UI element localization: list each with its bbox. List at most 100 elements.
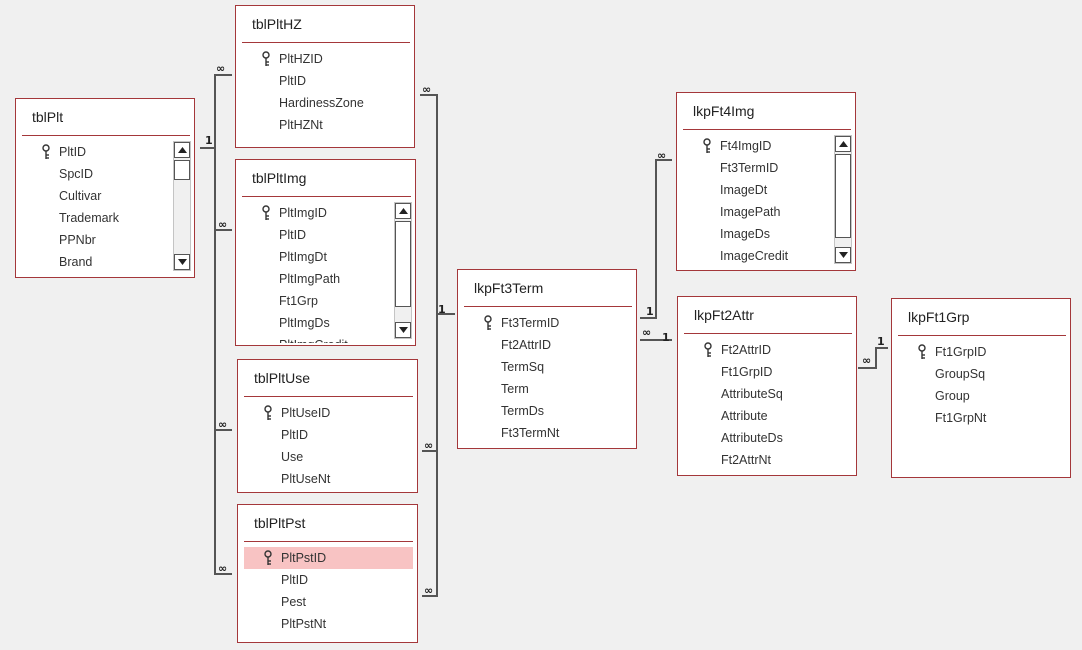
cardinality-one: 1 (877, 335, 885, 348)
field-row[interactable]: TermSq (464, 356, 632, 378)
field-row[interactable]: PltID (242, 70, 410, 92)
cardinality-many: ∞ (216, 62, 226, 75)
field-row[interactable]: PltHZNt (242, 114, 410, 136)
field-row[interactable]: Ft2AttrNt (684, 449, 852, 471)
scroll-up-button[interactable] (835, 136, 851, 152)
field-row[interactable]: Brand (22, 251, 172, 273)
field-name: Ft3TermNt (501, 426, 560, 440)
scroll-thumb[interactable] (174, 160, 190, 180)
primary-key-icon (484, 315, 492, 330)
scroll-down-button[interactable] (174, 254, 190, 270)
field-row[interactable]: Attribute (684, 405, 852, 427)
title-divider (464, 306, 632, 307)
field-row[interactable]: AttributeSq (684, 383, 852, 405)
field-row[interactable]: PltID (244, 569, 413, 591)
field-name: Cultivar (59, 189, 102, 203)
vertical-scrollbar[interactable] (834, 135, 852, 264)
field-row[interactable]: PltUseID (244, 402, 413, 424)
vertical-scrollbar[interactable] (173, 141, 191, 271)
field-name: SpcID (59, 167, 94, 181)
field-row[interactable]: AttributeDs (684, 427, 852, 449)
field-name: Ft1GrpID (935, 345, 987, 359)
field-row[interactable]: Cultivar (22, 185, 172, 207)
field-row[interactable]: TermDs (464, 400, 632, 422)
field-row[interactable]: Ft2AttrID (684, 339, 852, 361)
field-row[interactable]: ImageDt (683, 179, 833, 201)
scroll-up-button[interactable] (395, 203, 411, 219)
field-row[interactable]: Ft4ImgID (683, 135, 833, 157)
field-row[interactable]: Trademark (22, 207, 172, 229)
field-row[interactable]: PltPstNt (244, 613, 413, 635)
up-arrow-icon (839, 141, 848, 147)
cardinality-many: ∞ (424, 584, 434, 597)
field-row[interactable]: PltHZID (242, 48, 410, 70)
cardinality-many: ∞ (657, 149, 667, 162)
field-name: TermSq (501, 360, 545, 374)
cardinality-one: 1 (205, 134, 213, 147)
field-row[interactable]: ImageDs (683, 223, 833, 245)
scroll-thumb[interactable] (395, 221, 411, 307)
field-row[interactable]: Ft3TermNt (464, 422, 632, 444)
cardinality-many: ∞ (218, 562, 228, 575)
field-name: PltImgPath (279, 272, 341, 286)
field-row[interactable]: PltID (244, 424, 413, 446)
field-name: Ft4ImgID (720, 139, 772, 153)
field-row[interactable]: GroupSq (898, 363, 1066, 385)
field-row[interactable]: PltImgPath (242, 268, 393, 290)
up-arrow-icon (399, 208, 408, 214)
field-name: HardinessZone (279, 96, 364, 110)
field-row[interactable]: PltImgCredit (242, 334, 393, 343)
field-row[interactable]: PltID (242, 224, 393, 246)
cardinality-many: ∞ (642, 326, 652, 339)
field-name: Ft2AttrNt (721, 453, 772, 467)
primary-key-icon (704, 342, 712, 357)
field-row[interactable]: PltImgDs (242, 312, 393, 334)
field-row[interactable]: Use (244, 446, 413, 468)
field-name: PltImgDs (279, 316, 330, 330)
field-row[interactable]: Ft1Grp (242, 290, 393, 312)
field-row[interactable]: Pest (244, 591, 413, 613)
scroll-down-button[interactable] (835, 247, 851, 263)
field-row[interactable]: Ft3TermID (464, 312, 632, 334)
field-row[interactable]: PltImgDt (242, 246, 393, 268)
scroll-thumb[interactable] (835, 154, 851, 238)
field-row[interactable]: HardinessZone (242, 92, 410, 114)
scroll-up-button[interactable] (174, 142, 190, 158)
field-row[interactable]: Group (898, 385, 1066, 407)
field-row[interactable]: PltUseNt (244, 468, 413, 490)
field-row[interactable]: PltID (22, 141, 172, 163)
field-row[interactable]: Ft1GrpNt (898, 407, 1066, 429)
field-name: AttributeDs (721, 431, 783, 445)
title-divider (22, 135, 190, 136)
field-row[interactable]: Ft1GrpID (684, 361, 852, 383)
vertical-scrollbar[interactable] (394, 202, 412, 339)
field-row[interactable]: PltImgID (242, 202, 393, 224)
field-name: PltImgDt (279, 250, 327, 264)
field-row[interactable]: Ft2AttrID (464, 334, 632, 356)
field-name: PltImgID (279, 206, 327, 220)
field-row[interactable]: PPNbr (22, 229, 172, 251)
field-row[interactable]: PltPstID (244, 547, 413, 569)
field-row[interactable]: Term (464, 378, 632, 400)
table-title: tblPltImg (252, 170, 307, 186)
down-arrow-icon (399, 327, 408, 333)
field-row[interactable]: Ft1GrpID (898, 341, 1066, 363)
field-row[interactable]: ImageCredit (683, 245, 833, 267)
table-title: lkpFt4Img (693, 103, 755, 119)
scroll-down-button[interactable] (395, 322, 411, 338)
field-row[interactable]: SpcID (22, 163, 172, 185)
down-arrow-icon (839, 252, 848, 258)
field-row[interactable]: Ft3TermID (683, 157, 833, 179)
field-row[interactable]: ImagePath (683, 201, 833, 223)
